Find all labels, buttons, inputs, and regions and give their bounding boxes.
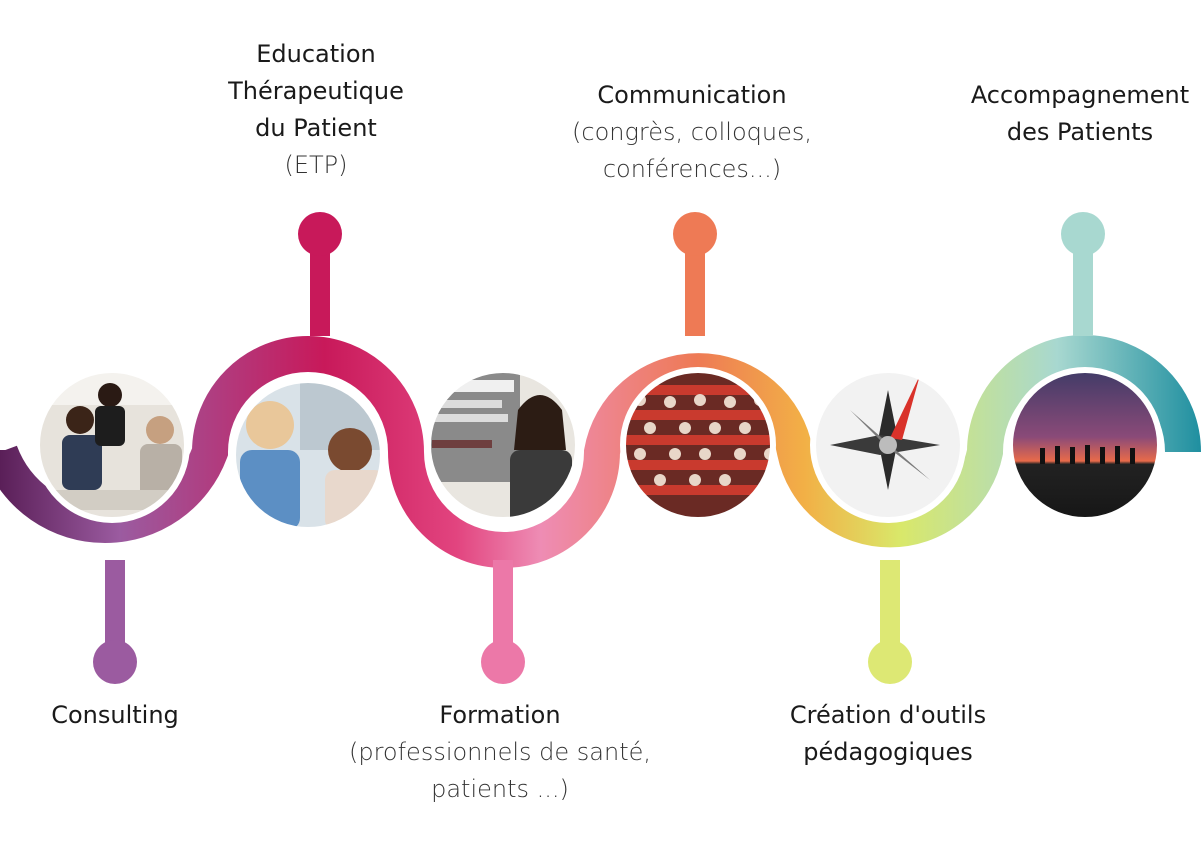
nurse-photo bbox=[233, 380, 383, 530]
stem-outils bbox=[868, 560, 912, 684]
stem-consulting bbox=[93, 560, 137, 684]
dot-formation bbox=[481, 640, 525, 684]
stem-etp bbox=[298, 212, 342, 336]
sunset-group-photo bbox=[1010, 370, 1160, 520]
label-communication-sub-2: conférences...) bbox=[602, 155, 782, 183]
label-outils-title-2: pédagogiques bbox=[803, 738, 973, 766]
label-etp-title-1: Education bbox=[256, 40, 376, 68]
label-communication-sub-1: (congrès, colloques, bbox=[572, 118, 812, 146]
photo-rings bbox=[34, 367, 1163, 533]
label-accompagnement-title-2: des Patients bbox=[1006, 118, 1154, 146]
label-accompagnement-title-1: Accompagnement bbox=[970, 81, 1190, 109]
compass-photo bbox=[813, 370, 963, 520]
dot-accompagnement bbox=[1061, 212, 1105, 256]
label-accompagnement: Accompagnement des Patients bbox=[971, 77, 1189, 151]
label-formation-title: Formation bbox=[439, 701, 561, 729]
stem-communication bbox=[673, 212, 717, 336]
label-outils: Création d'outils pédagogiques bbox=[790, 697, 986, 771]
label-etp-title-2: Thérapeutique bbox=[228, 77, 404, 105]
label-outils-title-1: Création d'outils bbox=[789, 701, 987, 729]
dot-communication bbox=[673, 212, 717, 256]
label-consulting-title: Consulting bbox=[51, 701, 179, 729]
label-formation-sub-1: (professionnels de santé, bbox=[348, 738, 652, 766]
label-etp: Education Thérapeutique du Patient (ETP) bbox=[228, 36, 404, 184]
stem-formation bbox=[481, 560, 525, 684]
auditorium-photo bbox=[623, 370, 773, 520]
dot-outils bbox=[868, 640, 912, 684]
label-etp-sub: (ETP) bbox=[284, 151, 348, 179]
dot-etp bbox=[298, 212, 342, 256]
label-formation-sub-2: patients ...) bbox=[431, 775, 569, 803]
stem-accompagnement bbox=[1061, 212, 1105, 336]
dot-consulting bbox=[93, 640, 137, 684]
label-formation: Formation (professionnels de santé, pati… bbox=[349, 697, 651, 808]
wave-path bbox=[0, 335, 1201, 568]
label-etp-title-3: du Patient bbox=[255, 114, 377, 142]
label-communication-title: Communication bbox=[597, 81, 787, 109]
label-consulting: Consulting bbox=[51, 697, 179, 734]
label-communication: Communication (congrès, colloques, confé… bbox=[572, 77, 812, 188]
